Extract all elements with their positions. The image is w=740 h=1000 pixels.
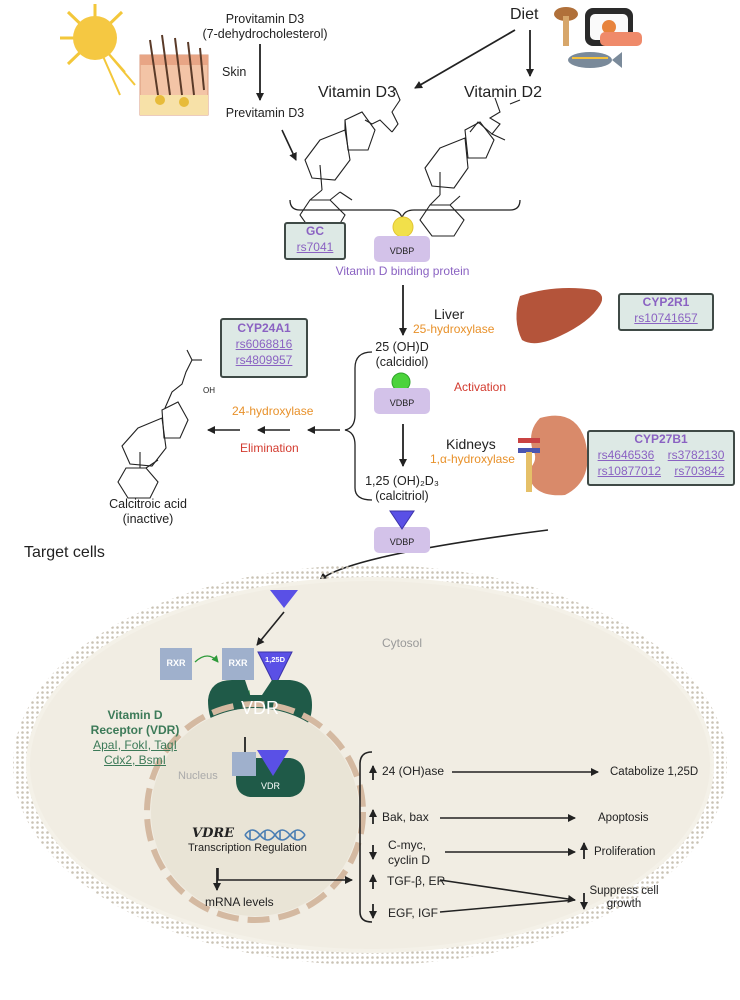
food-icon <box>554 7 642 68</box>
nuclear-vdr-label: VDR <box>260 781 280 791</box>
diet-label: Diet <box>510 6 539 23</box>
cyp2r1-snp[interactable]: rs10741657 <box>634 311 698 325</box>
vdbp-protein: VDBP <box>374 236 430 262</box>
provitamin-title: Provitamin D3 <box>225 12 305 26</box>
vdbp-calcidiol: VDBP <box>374 388 430 414</box>
calcitroic-acid-structure <box>117 349 202 499</box>
effect-egf: EGF, IGF <box>388 906 439 920</box>
effect-cmyc-line2: cyclin D <box>388 853 431 867</box>
effect-cmyc: C-myc, cyclin D <box>388 838 430 868</box>
hydroxylase24-label: 24-hydroxylase <box>232 404 314 418</box>
skin-icon <box>139 34 209 116</box>
calcitriol-ligand <box>270 590 298 608</box>
outcome-catabolize: Catabolize 1,25D <box>610 766 699 778</box>
skin-label: Skin <box>222 65 247 79</box>
liver-label: Liver <box>434 306 465 322</box>
provitamin-subtitle: (7-dehydrocholesterol) <box>202 27 328 41</box>
outcome-suppress-line2: growth <box>606 898 642 910</box>
transcription-label: Transcription Regulation <box>188 842 307 854</box>
calcitroic-name: Calcitroic acid <box>109 497 187 511</box>
cyp27b1-snp-4[interactable]: rs703842 <box>674 464 725 478</box>
dna-icon <box>244 829 306 841</box>
vitamin-d-ligand <box>392 216 414 238</box>
rxr-protein <box>160 648 192 680</box>
effect-24ohase: 24 (OH)ase <box>382 764 445 778</box>
oh-label: OH <box>203 386 215 395</box>
liver-enzyme: 25-hydroxylase <box>413 322 495 336</box>
ligand-label: 1,25D <box>264 655 285 664</box>
vdr-ligand <box>257 651 293 688</box>
nuclear-ligand <box>257 750 289 776</box>
effect-cmyc-line1: C-myc, <box>388 838 426 852</box>
target-cells-label: Target cells <box>24 544 105 561</box>
cyp24a1-snp-2[interactable]: rs4809957 <box>235 353 293 367</box>
provitamin-label: Provitamin D3 (7-dehydrocholesterol) <box>200 12 330 42</box>
vdre-label: VDRE <box>192 826 235 841</box>
cyp27b1-title: CYP27B1 <box>634 432 688 446</box>
nucleus-envelope <box>144 701 366 923</box>
outcome-suppress-line1: Suppress cell <box>589 885 659 897</box>
calcitriol-formula: 1,25 (OH)₂D₃ <box>365 474 439 488</box>
outcome-apoptosis: Apoptosis <box>598 812 649 824</box>
calcitroic-acid-label: Calcitroic acid (inactive) <box>98 497 198 527</box>
cyp2r1-title: CYP2R1 <box>642 295 690 309</box>
calcitriol-label: 1,25 (OH)₂D₃ (calcitriol) <box>352 474 452 504</box>
cytosol-label: Cytosol <box>382 636 423 650</box>
cyp2r1-gene-box: CYP2R1 rs10741657 <box>618 293 714 331</box>
calcidiol-name: (calcidiol) <box>375 355 429 369</box>
liver-icon <box>516 288 603 344</box>
cyp24a1-title: CYP24A1 <box>237 321 291 335</box>
nuclear-rxr <box>232 752 256 776</box>
gc-snp[interactable]: rs7041 <box>296 240 334 254</box>
outcome-suppress: Suppress cell growth <box>584 885 664 911</box>
vdbp-caption: Vitamin D binding protein <box>335 264 470 278</box>
effect-tgf: TGF-β, ER <box>387 874 446 888</box>
gc-gene-box: GC rs7041 <box>284 222 346 260</box>
rxr-bound-label: RXR <box>228 658 248 668</box>
vitamin-d3-label: Vitamin D3 <box>318 84 396 101</box>
cyp27b1-snp-1[interactable]: rs4646536 <box>597 448 655 462</box>
effects-bracket <box>359 751 373 923</box>
previtamin-label: Previtamin D3 <box>225 106 305 120</box>
sun-icon <box>60 4 136 96</box>
mrna-label: mRNA levels <box>205 895 274 909</box>
vitamin-d2-structure <box>419 97 521 237</box>
metabolism-brace <box>344 351 373 501</box>
vdr-snps-2[interactable]: Cdx2, BsmI <box>103 753 166 767</box>
gc-title: GC <box>306 224 324 238</box>
kidneys-enzyme: 1,α-hydroxylase <box>430 452 515 466</box>
cyp27b1-snp-2[interactable]: rs3782130 <box>667 448 725 462</box>
vdr-receptor-label: Vitamin D Receptor (VDR) <box>70 708 200 738</box>
vitamin-brace <box>289 199 521 219</box>
vitamin-d2-label: Vitamin D2 <box>464 84 542 101</box>
rxr-label: RXR <box>166 658 186 668</box>
kidneys-label: Kidneys <box>446 436 496 452</box>
vdr-receptor-line2: Receptor (VDR) <box>90 723 180 737</box>
vdr-snps-1[interactable]: ApaI, FokI, TaqI <box>93 738 177 752</box>
vdr-label: VDR <box>240 698 279 718</box>
vdbp-calcitriol: VDBP <box>374 527 430 553</box>
cyp24a1-snp-1[interactable]: rs6068816 <box>235 337 293 351</box>
activation-label: Activation <box>454 380 507 394</box>
cyp24a1-gene-box: CYP24A1 rs6068816 rs4809957 <box>220 318 308 378</box>
outcome-proliferation: Proliferation <box>594 846 656 858</box>
rxr-protein-bound <box>222 648 254 680</box>
calcitriol-vdbp-ligand <box>389 510 415 530</box>
vdr-snps: ApaI, FokI, TaqI Cdx2, BsmI <box>70 738 200 768</box>
nucleus-label: Nucleus <box>178 770 218 782</box>
calcidiol-label: 25 (OH)D (calcidiol) <box>352 340 452 370</box>
kidney-icon <box>518 415 588 496</box>
vdr-receptor-line1: Vitamin D <box>107 708 163 722</box>
elimination-label: Elimination <box>240 441 299 455</box>
calcitriol-name: (calcitriol) <box>375 489 429 503</box>
calcitroic-status: (inactive) <box>122 512 174 526</box>
cyp27b1-gene-box: CYP27B1 rs4646536 rs3782130 rs10877012 r… <box>587 430 735 486</box>
cyp27b1-snp-3[interactable]: rs10877012 <box>597 464 661 478</box>
calcidiol-formula: 25 (OH)D <box>375 340 429 354</box>
effect-bak-bax: Bak, bax <box>382 810 429 824</box>
